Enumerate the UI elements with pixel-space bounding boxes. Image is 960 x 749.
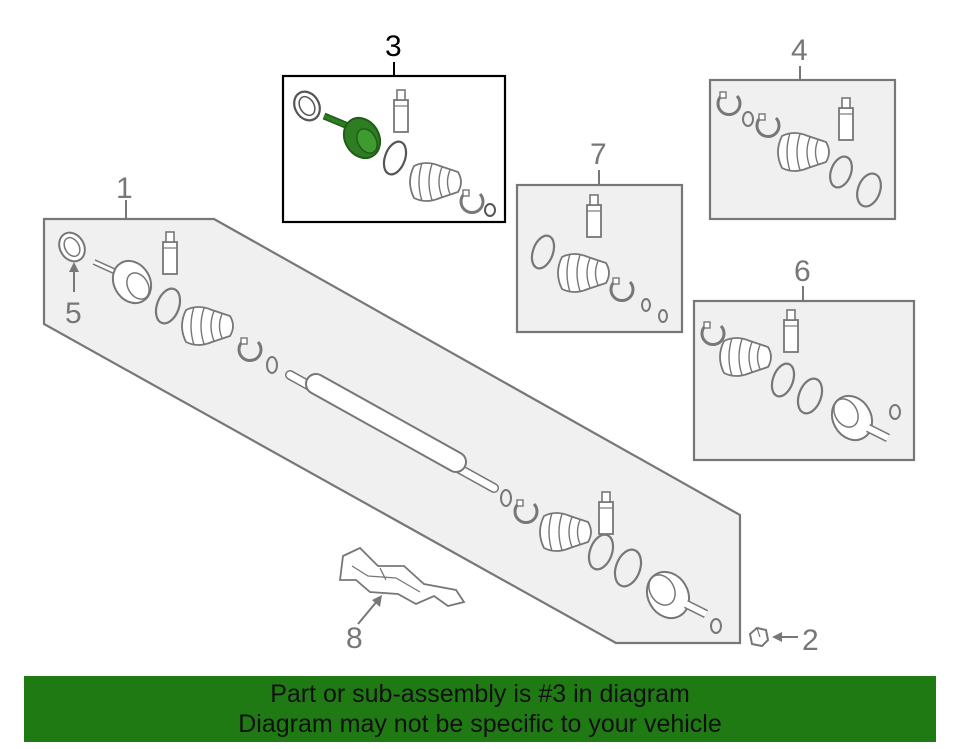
callout-1-label: 1 (116, 172, 133, 205)
seal-ring (587, 533, 643, 588)
bracket-part-8[interactable] (338, 546, 466, 607)
sub-assembly-6-panel[interactable] (692, 286, 916, 462)
callout-3-label: 3 (385, 30, 402, 63)
callout-5-label: 5 (65, 297, 82, 330)
snap-ring (742, 111, 754, 127)
seal-ring-part-5[interactable] (54, 228, 90, 266)
snap-ring (889, 404, 901, 420)
seal-ring (829, 155, 882, 208)
axle-shaft[interactable] (285, 370, 499, 493)
callout-2-label: 2 (802, 624, 819, 657)
main-assembly-panel (42, 200, 742, 645)
seal-ring (154, 287, 182, 325)
callout-8-arrow (357, 595, 382, 625)
seal-ring (293, 90, 321, 122)
sub-assembly-7-panel[interactable] (515, 170, 684, 334)
nut-part-2[interactable] (748, 626, 770, 648)
banner-line-1: Part or sub-assembly is #3 in diagram (270, 680, 690, 708)
callout-6-label: 6 (794, 255, 811, 288)
snap-ring (500, 489, 512, 507)
seal-ring (530, 234, 556, 270)
snap-ring (641, 298, 668, 323)
callout-7-label: 7 (590, 138, 607, 171)
snap-ring (484, 203, 496, 217)
callout-8-label: 8 (346, 622, 363, 655)
sub-assembly-4-panel[interactable] (708, 66, 897, 221)
banner-line-2: Diagram may not be specific to your vehi… (238, 710, 722, 738)
snap-ring (710, 618, 722, 634)
highlighted-cv-joint[interactable] (322, 111, 387, 164)
inner-cv-joint (830, 394, 891, 443)
seal-ring (382, 140, 408, 176)
snap-ring (266, 356, 278, 374)
sub-assembly-3-panel[interactable] (281, 62, 507, 224)
outer-cv-joint[interactable] (92, 254, 159, 310)
callout-4-label: 4 (791, 34, 808, 67)
seal-ring (770, 362, 824, 415)
callout-5-arrow (69, 262, 79, 292)
callout-2-arrow (772, 632, 798, 642)
info-banner: Part or sub-assembly is #3 in diagram Di… (24, 676, 936, 742)
inner-cv-joint[interactable] (639, 564, 709, 626)
